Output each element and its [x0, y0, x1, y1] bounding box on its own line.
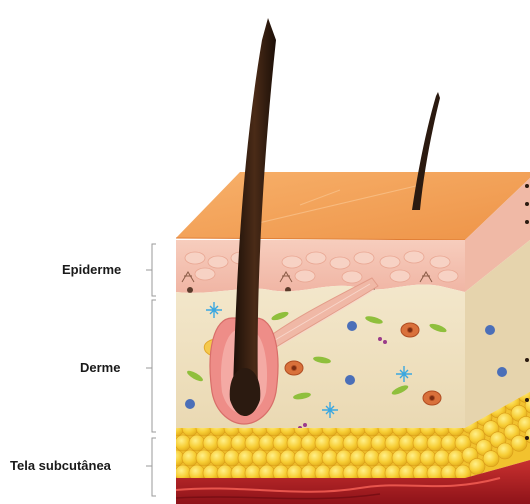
fat-cell	[301, 435, 317, 451]
fat-cell	[189, 435, 205, 451]
epidermis-label: Epiderme	[62, 262, 121, 278]
hypodermis-label: Tela subcutânea	[10, 458, 111, 474]
fat-cell	[238, 450, 254, 466]
fat-cell	[280, 450, 296, 466]
fat-cell	[511, 435, 527, 451]
fat-cell	[357, 435, 373, 451]
fat-cell	[259, 435, 275, 451]
fat-cell	[448, 450, 464, 466]
fat-cell	[168, 450, 184, 466]
fat-cell	[308, 450, 324, 466]
fat-cell	[399, 435, 415, 451]
fat-cell	[385, 435, 401, 451]
fat-cell	[294, 450, 310, 466]
fat-cell	[343, 435, 359, 451]
fat-cell	[497, 443, 513, 459]
fat-cell	[231, 435, 247, 451]
dermis-label: Derme	[80, 360, 120, 376]
fat-cell	[203, 435, 219, 451]
fat-cell	[413, 435, 429, 451]
fat-cell	[378, 450, 394, 466]
fat-cell	[217, 435, 233, 451]
epidermis-bracket	[146, 244, 156, 296]
fat-cell	[287, 435, 303, 451]
fat-cell	[420, 450, 436, 466]
fat-cell	[434, 450, 450, 466]
fat-cell	[266, 450, 282, 466]
fat-cell	[392, 450, 408, 466]
fat-cell	[371, 435, 387, 451]
fat-cell	[315, 435, 331, 451]
fat-cell	[273, 435, 289, 451]
dermis-bracket	[146, 300, 156, 432]
fat-cell	[322, 450, 338, 466]
fat-cell	[329, 435, 345, 451]
fat-cell	[441, 435, 457, 451]
fat-cell	[483, 451, 499, 467]
fat-cell	[252, 450, 268, 466]
fat-cell	[427, 435, 443, 451]
fat-cell	[196, 450, 212, 466]
fat-cell	[175, 435, 191, 451]
fat-cell	[224, 450, 240, 466]
fat-cell	[469, 458, 485, 474]
fat-cell	[406, 450, 422, 466]
fat-cell	[210, 450, 226, 466]
fat-cell	[350, 450, 366, 466]
fat-cell	[336, 450, 352, 466]
fat-cell	[182, 450, 198, 466]
fat-cell	[364, 450, 380, 466]
hypodermis-bracket	[146, 438, 156, 496]
fat-cell	[245, 435, 261, 451]
